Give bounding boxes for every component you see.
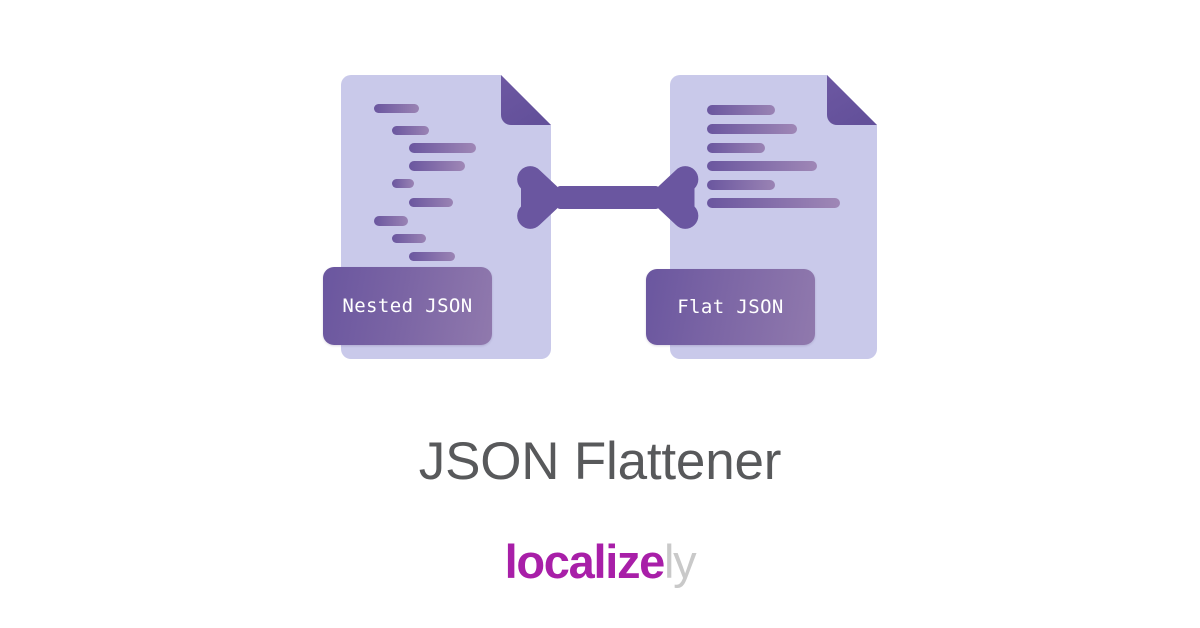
localizely-logo: localizely xyxy=(0,536,1200,588)
document-nested-lines xyxy=(374,104,476,261)
document-nested-label: Nested JSON xyxy=(323,267,492,345)
page-title: JSON Flattener xyxy=(418,432,782,491)
logo-wordmark-main: localize xyxy=(504,535,666,588)
document-flat-label: Flat JSON xyxy=(646,269,815,345)
document-flat-fold-icon xyxy=(827,75,877,125)
json-flattener-illustration xyxy=(341,75,877,359)
double-headed-arrow-icon xyxy=(517,166,699,229)
logo-wordmark-suffix: ly xyxy=(664,535,697,588)
document-flat-lines xyxy=(707,105,840,208)
document-nested-fold-icon xyxy=(501,75,551,125)
